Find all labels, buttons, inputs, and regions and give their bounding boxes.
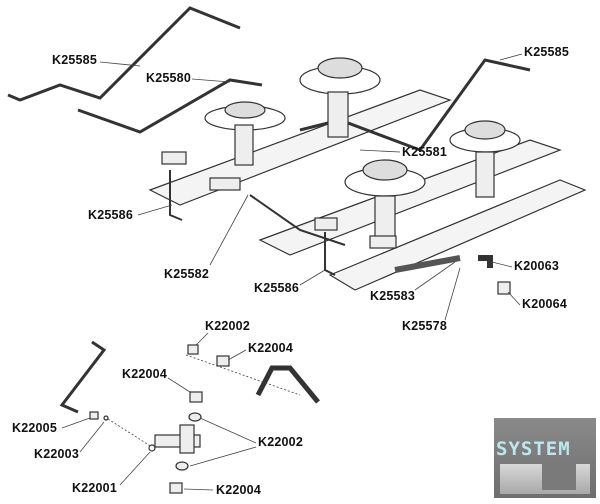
- part-label: K22005: [12, 421, 57, 435]
- part-label: K25578: [402, 319, 447, 333]
- elbow-k20063: [478, 255, 493, 268]
- nut: [169, 482, 183, 494]
- burner: [299, 57, 381, 138]
- part-label: K22001: [72, 481, 117, 495]
- nut: [189, 391, 203, 403]
- part-label: K25581: [402, 145, 447, 159]
- part-label: K20064: [522, 297, 567, 311]
- fitting-k20064: [497, 281, 511, 295]
- logo-text: SYSTEM: [496, 438, 571, 460]
- part-label: K25583: [370, 289, 415, 303]
- gas-pipe-k25583: [394, 255, 461, 273]
- pan-support-k25585-right: [299, 58, 531, 152]
- nut: [187, 344, 199, 355]
- part-label: K20063: [514, 259, 559, 273]
- part-label: K25582: [164, 267, 209, 281]
- system-logo: SYSTEM: [494, 418, 596, 498]
- nut: [216, 355, 230, 367]
- part-label: K22003: [34, 447, 79, 461]
- part-label: K25585: [524, 45, 569, 59]
- part-label: K22002: [258, 435, 303, 449]
- pan-support-k25580: [77, 78, 263, 134]
- burner: [344, 159, 426, 247]
- burner: [449, 120, 521, 198]
- olive: [175, 461, 189, 471]
- part-label: K22002: [205, 319, 250, 333]
- gas-valve: [161, 151, 397, 249]
- part-label: K22004: [216, 483, 261, 497]
- part-label: K25580: [146, 71, 191, 85]
- part-label: K22004: [248, 341, 293, 355]
- part-label: K25586: [88, 208, 133, 222]
- pan-support-k25585-left: [7, 6, 241, 102]
- tube-bend: [255, 365, 320, 404]
- fitting-k22005: [89, 411, 99, 420]
- logo-notch: [542, 462, 576, 490]
- valve-k22001: [148, 424, 201, 454]
- olive: [188, 412, 202, 422]
- leader-lines: [61, 53, 523, 491]
- injector-k22003: [103, 415, 109, 421]
- part-label: K22004: [122, 367, 167, 381]
- part-label: K25585: [52, 53, 97, 67]
- part-label: K25586: [254, 281, 299, 295]
- pipe-k22005: [59, 340, 107, 414]
- burner: [204, 101, 286, 166]
